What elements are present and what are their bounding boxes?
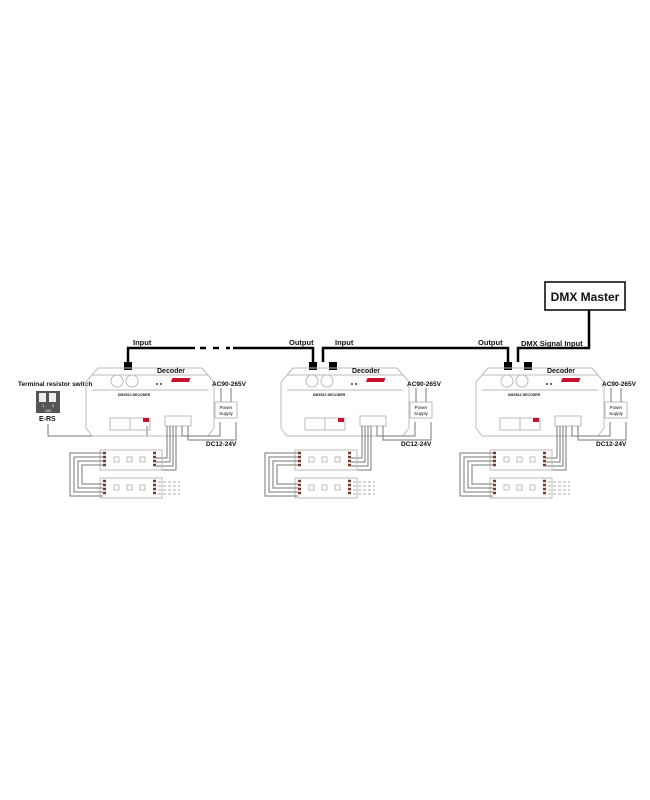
decoder-unit-2: Decoder DMX512 DECODER Power Supply AC90… [264, 362, 442, 499]
decoder-label: Decoder [157, 368, 185, 375]
model-label: DMX512 DECODER [313, 393, 346, 397]
decoder-unit-1: Decoder DMX512 DECODER Power Supply AC90… [69, 362, 247, 499]
model-label: DMX512 DECODER [118, 393, 151, 397]
xlr-connector [309, 362, 317, 370]
led-strip [459, 449, 570, 499]
switch-on-label: ON [45, 408, 51, 413]
dmx-master-label: DMX Master [551, 290, 620, 304]
status-led [170, 378, 191, 382]
psu-label: Supply [219, 411, 234, 416]
terminal-switch-title: Terminal resistor switch [18, 381, 92, 388]
led-strip [69, 449, 180, 499]
switch-pos-2: 2 [52, 403, 55, 408]
dc-output-label: DC12-24V [401, 441, 432, 448]
psu-label: Power [220, 405, 233, 410]
cable-unit2-to-unit3 [321, 346, 510, 362]
switch-name: E-RS [39, 416, 56, 423]
indicator [533, 418, 539, 422]
input-label: Input [133, 338, 152, 347]
dc-output-label: DC12-24V [206, 441, 237, 448]
led-strip [264, 449, 375, 499]
ac-input-label: AC90-265V [407, 381, 442, 388]
terminal-resistor-switch[interactable]: Terminal resistor switch 1 2 ON E-RS [18, 381, 92, 423]
xlr-connector [329, 362, 337, 370]
indicator [338, 418, 344, 422]
cable-unit2-output [233, 346, 315, 362]
indicator [143, 418, 149, 422]
switch-pos-1: 1 [42, 403, 45, 408]
ac-input-label: AC90-265V [602, 381, 637, 388]
dmx-master: DMX Master [544, 281, 626, 311]
psu-label: Supply [414, 411, 429, 416]
xlr-connector [124, 362, 132, 370]
cable-unit1-input [126, 346, 195, 362]
model-label: DMX512 DECODER [508, 393, 541, 397]
output-label: Output [289, 338, 314, 347]
psu-label: Power [415, 405, 428, 410]
dc-output-label: DC12-24V [596, 441, 627, 448]
dmx-signal-input-label: DMX Signal Input [521, 339, 583, 348]
psu-label: Supply [609, 411, 624, 416]
ac-input-label: AC90-265V [212, 381, 247, 388]
input-label: Input [335, 338, 354, 347]
psu-label: Power [610, 405, 623, 410]
decoder-label: Decoder [352, 368, 380, 375]
decoder-label: Decoder [547, 368, 575, 375]
decoder-unit-3: Decoder DMX512 DECODER Power Supply AC90… [459, 362, 637, 499]
xlr-connector [504, 362, 512, 370]
status-led [365, 378, 386, 382]
xlr-connector [524, 362, 532, 370]
status-led [560, 378, 581, 382]
output-label: Output [478, 338, 503, 347]
